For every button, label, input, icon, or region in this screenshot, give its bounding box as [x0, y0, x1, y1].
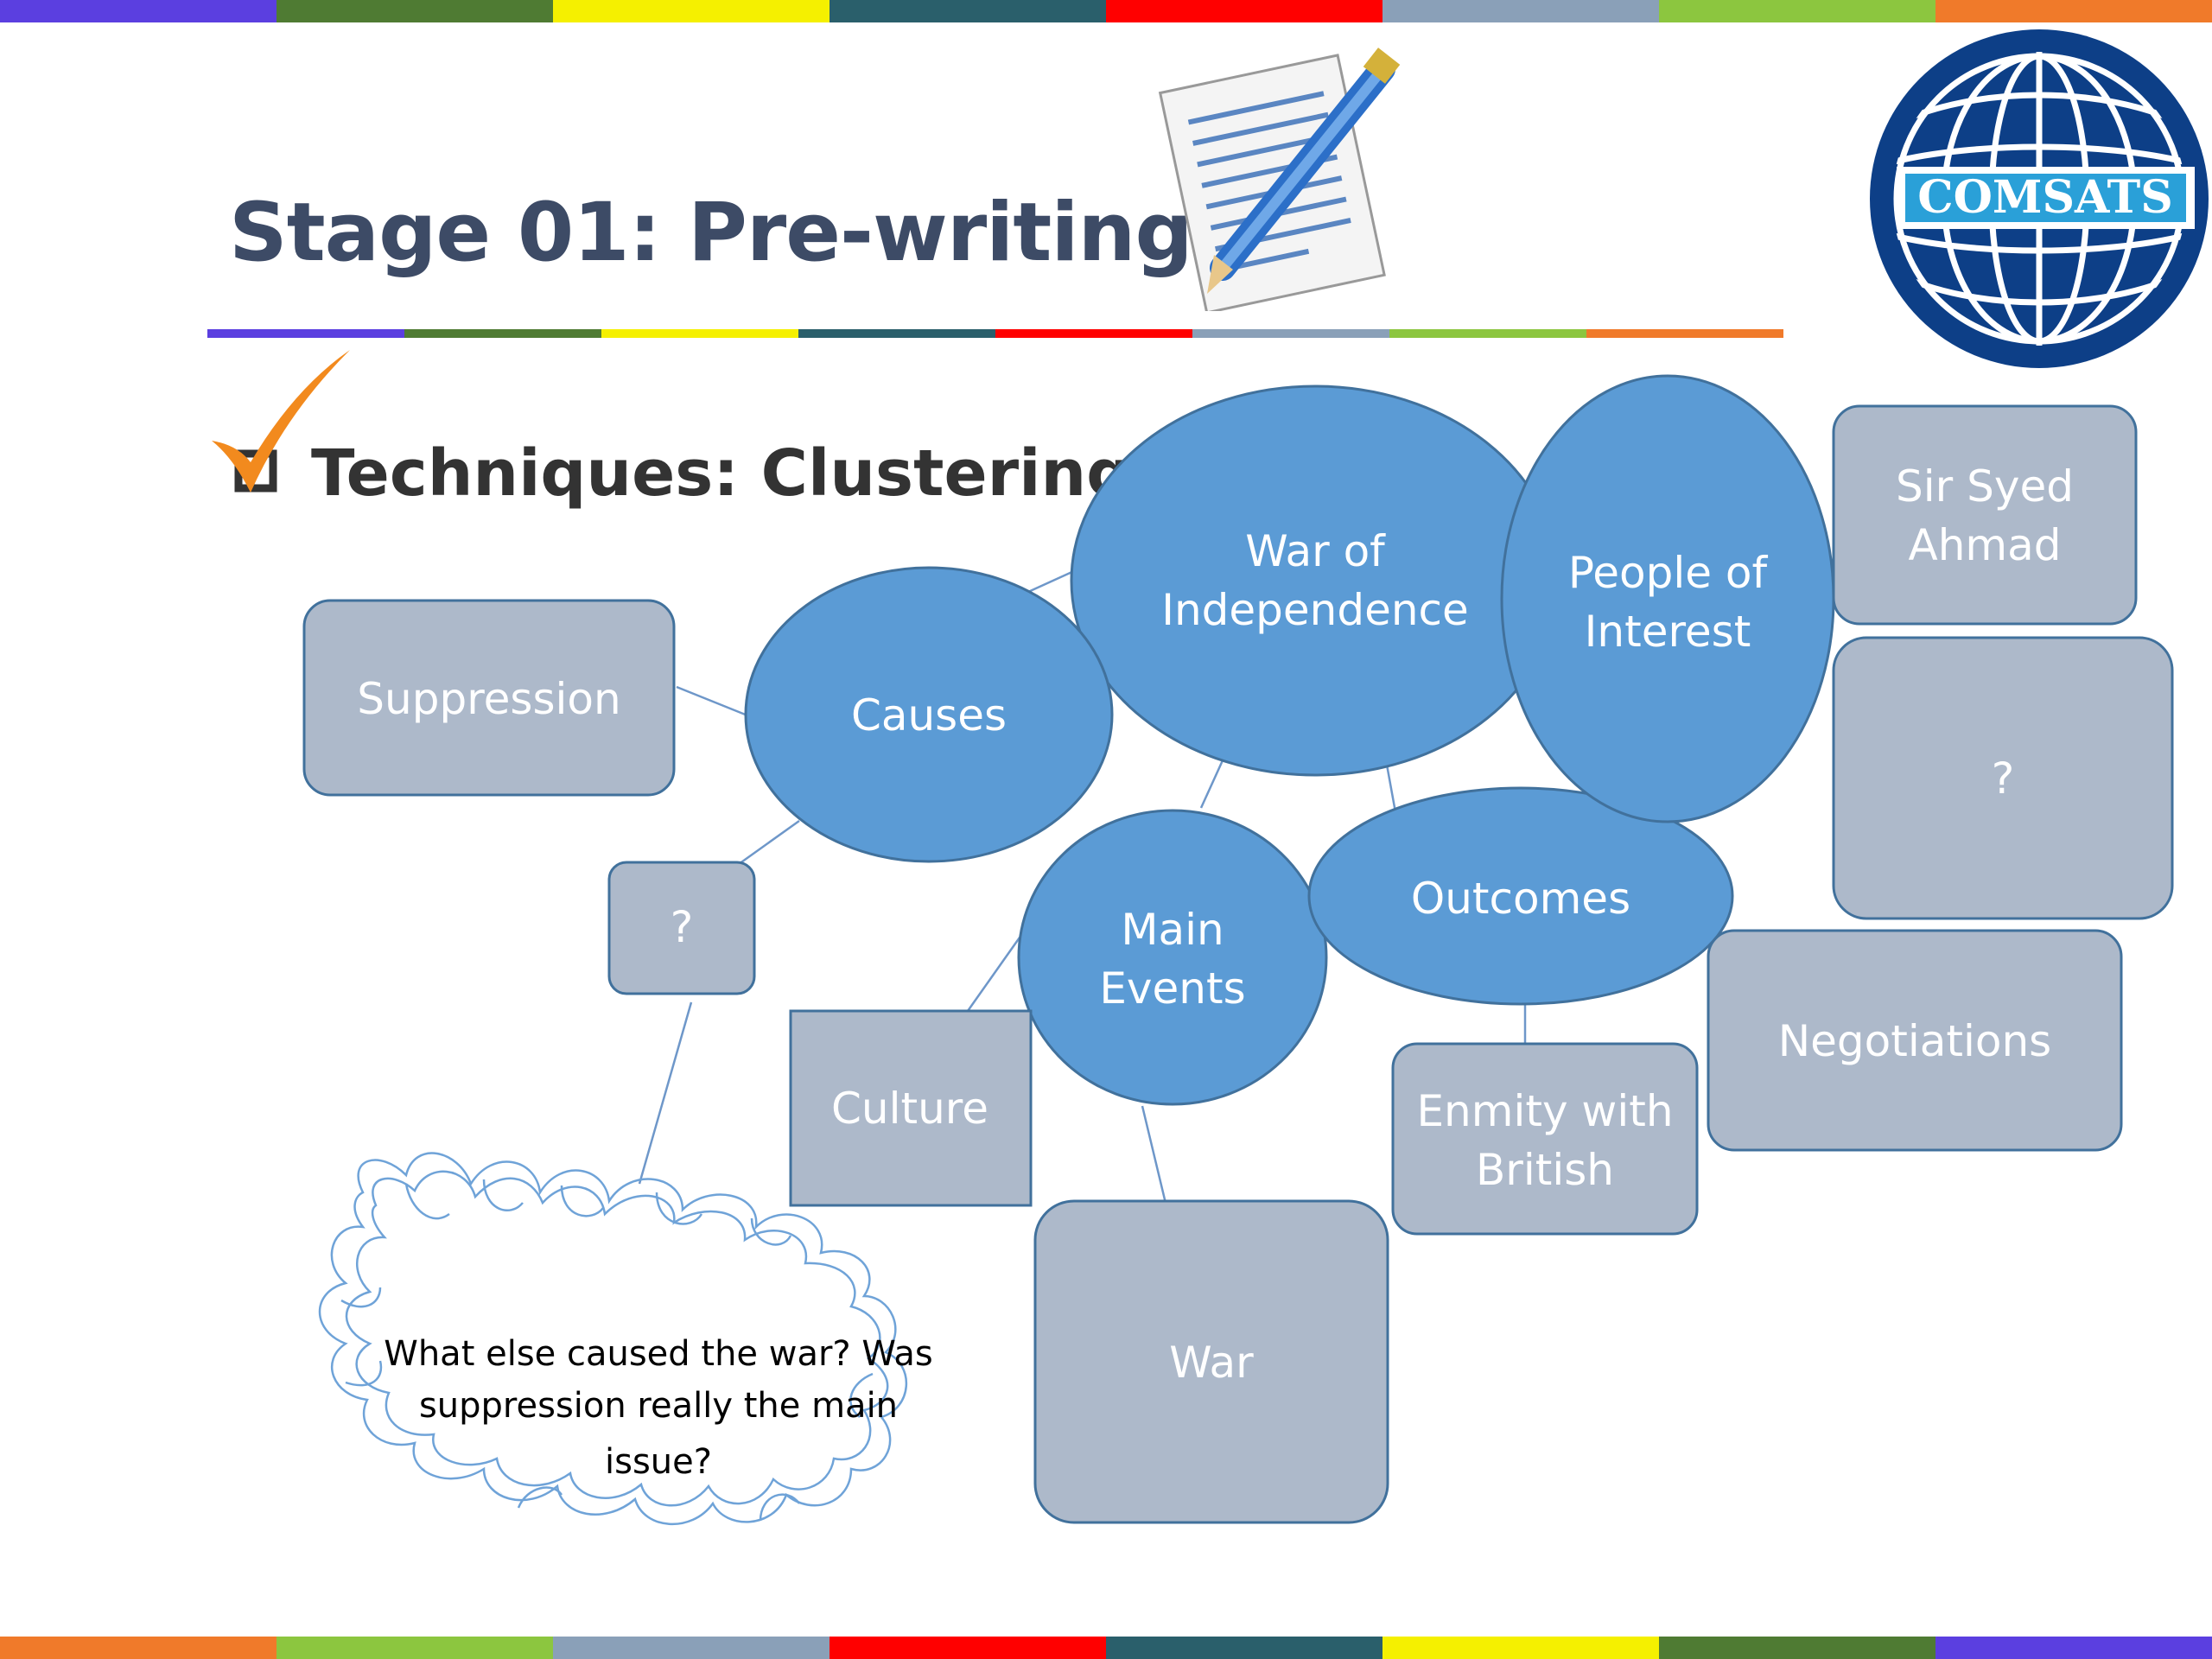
label-outcomes: Outcomes	[1411, 874, 1630, 924]
label-person-unknown: ?	[1992, 753, 2015, 804]
stripe-segment	[1192, 329, 1389, 338]
logo-text: COMSATS	[1917, 171, 2173, 224]
stripe-segment	[1586, 329, 1783, 338]
node-suppression	[302, 599, 676, 797]
stripe-segment	[1382, 0, 1659, 22]
stripe-segment	[276, 1637, 553, 1659]
node-outcomes	[1307, 786, 1734, 1006]
stripe-segment	[1659, 0, 1936, 22]
node-negotiations	[1707, 929, 2123, 1152]
node-causes	[744, 566, 1114, 863]
node-culture	[789, 1009, 1033, 1207]
node-enmity	[1391, 1042, 1699, 1236]
stripe-segment	[404, 329, 601, 338]
checkbox-icon	[212, 350, 350, 493]
stripe-segment	[830, 1637, 1106, 1659]
title-underline	[207, 329, 1783, 338]
stripe-segment	[798, 329, 995, 338]
bottom-color-stripe	[0, 1637, 2212, 1659]
stripe-segment	[601, 329, 798, 338]
subtitle: Techniques: Clustering	[311, 436, 1133, 511]
notepad-pen-icon	[1158, 48, 1401, 311]
stripe-segment	[1382, 1637, 1659, 1659]
label-causes: Causes	[851, 690, 1007, 741]
connector-lines	[638, 569, 1527, 1215]
label-culture: Culture	[831, 1084, 988, 1134]
svg-text:What else caused the war? Was: What else caused the war? Wassuppression…	[384, 1334, 932, 1482]
stripe-segment	[1936, 1637, 2212, 1659]
stripe-segment	[207, 329, 404, 338]
comsats-logo: COMSATS	[1870, 29, 2209, 368]
slide-title: Stage 01: Pre-writing	[229, 186, 1193, 280]
label-war: War	[1169, 1338, 1254, 1388]
stripe-segment	[1106, 0, 1382, 22]
top-color-stripe	[0, 0, 2212, 22]
stripe-segment	[1389, 329, 1586, 338]
label-suppression: Suppression	[357, 674, 620, 724]
node-sir-syed	[1832, 404, 2138, 626]
stripe-segment	[0, 0, 276, 22]
stripe-segment	[553, 0, 830, 22]
stripe-segment	[995, 329, 1192, 338]
stripe-segment	[1936, 0, 2212, 22]
label-cause-unknown: ?	[671, 902, 694, 952]
node-person-unknown	[1832, 636, 2174, 920]
node-main-events	[1017, 809, 1328, 1106]
annotation-cloud	[318, 1152, 907, 1525]
label-negotiations: Negotiations	[1778, 1016, 2051, 1066]
stripe-segment	[553, 1637, 830, 1659]
node-war	[1033, 1199, 1389, 1524]
node-war-of-independence	[1070, 385, 1560, 777]
stripe-segment	[0, 1637, 276, 1659]
stripe-segment	[1106, 1637, 1382, 1659]
stripe-segment	[1659, 1637, 1936, 1659]
stripe-segment	[276, 0, 553, 22]
node-cause-unknown	[607, 861, 756, 995]
stripe-segment	[830, 0, 1106, 22]
node-people-of-interest	[1500, 374, 1835, 823]
